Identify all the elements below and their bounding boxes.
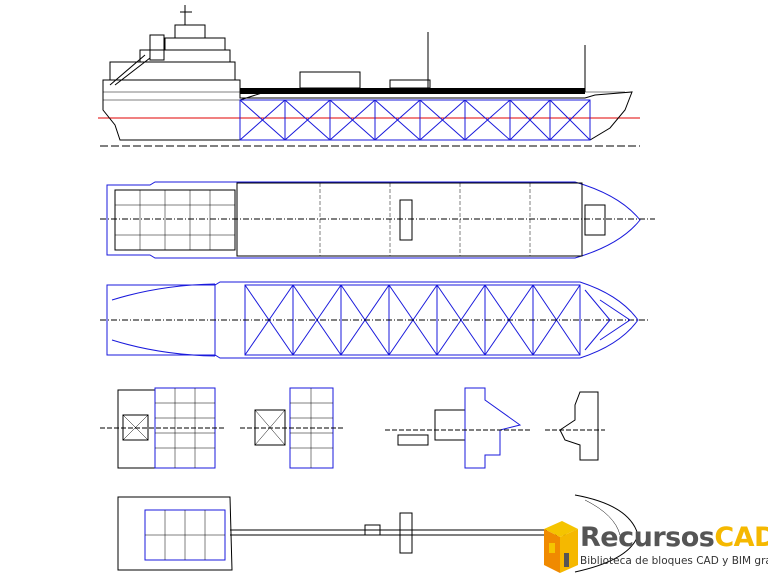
brand-part-recursos: Recursos bbox=[580, 522, 715, 553]
recursoscad-watermark: RecursosCAD Biblioteca de bloques CAD y … bbox=[540, 515, 768, 576]
brand-tagline: Biblioteca de bloques CAD y BIM gratuita bbox=[580, 555, 768, 567]
hold-outline bbox=[106, 281, 639, 359]
deck-plan-3 bbox=[385, 387, 530, 469]
cargo-hold-profile bbox=[239, 99, 591, 141]
main-deck bbox=[240, 88, 585, 94]
brand-name: RecursosCAD bbox=[580, 522, 768, 553]
deck-plan-1 bbox=[100, 387, 225, 469]
profile-view bbox=[98, 5, 640, 147]
deck-outline bbox=[106, 181, 641, 259]
deck-plan-2 bbox=[240, 387, 345, 469]
brand-part-cad: CAD bbox=[714, 522, 768, 553]
deck-plans-row bbox=[100, 387, 605, 469]
recursoscad-logo-icon bbox=[544, 521, 578, 573]
deck-plan-4 bbox=[545, 391, 605, 461]
tank-top-plan bbox=[100, 281, 650, 359]
superstructure bbox=[109, 61, 236, 81]
bottom-plan bbox=[117, 494, 639, 573]
hull-profile bbox=[102, 79, 633, 141]
upper-deck-plan bbox=[100, 181, 655, 259]
